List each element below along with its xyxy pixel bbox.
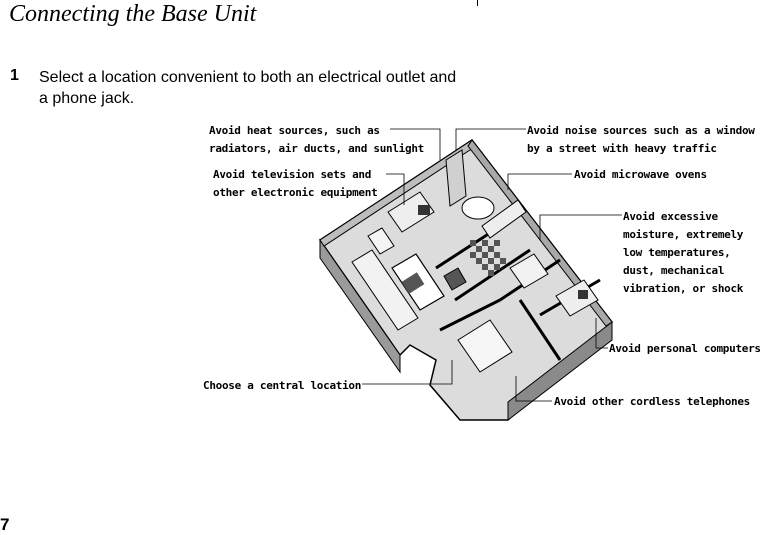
bookshelf bbox=[445, 149, 467, 207]
tv-cabinet bbox=[387, 191, 435, 233]
step-text: Select a location convenient to both an … bbox=[39, 69, 457, 107]
right-wall bbox=[507, 320, 613, 422]
bed bbox=[457, 319, 513, 373]
step-number: 1 bbox=[10, 67, 19, 84]
left-wall bbox=[319, 238, 401, 374]
dining-table bbox=[461, 196, 495, 220]
kitchen-tile-floor bbox=[470, 240, 506, 276]
callout-electronic-equipment: Avoid television sets and other electron… bbox=[213, 168, 378, 199]
page-corner-mark bbox=[477, 0, 478, 6]
tv-screen bbox=[418, 205, 430, 215]
page-title: Connecting the Base Unit bbox=[9, 1, 257, 27]
callout-noise-sources: Avoid noise sources such as a window by … bbox=[527, 124, 755, 155]
armchair bbox=[367, 227, 395, 255]
coffee-table-top bbox=[401, 272, 425, 294]
kitchen-counter bbox=[481, 199, 527, 239]
partition-5 bbox=[518, 299, 562, 361]
callout-heat-sources: Avoid heat sources, such as radiators, a… bbox=[209, 124, 424, 155]
callout-central-location: Choose a central location bbox=[203, 379, 362, 392]
bathroom-fixtures bbox=[509, 253, 549, 289]
callout-moisture: Avoid excessive moisture, extremely low … bbox=[623, 210, 744, 295]
callout-cordless-telephones: Avoid other cordless telephones bbox=[554, 395, 750, 408]
callout-personal-computers: Avoid personal computers bbox=[609, 342, 761, 355]
callout-microwave-ovens: Avoid microwave ovens bbox=[574, 168, 707, 181]
sofa bbox=[351, 249, 419, 331]
page-number: 7 bbox=[0, 515, 10, 534]
partition-4 bbox=[439, 298, 501, 332]
stove bbox=[443, 267, 467, 291]
desk bbox=[555, 279, 599, 317]
computer bbox=[578, 290, 588, 299]
callout-leader-lines bbox=[362, 128, 622, 402]
